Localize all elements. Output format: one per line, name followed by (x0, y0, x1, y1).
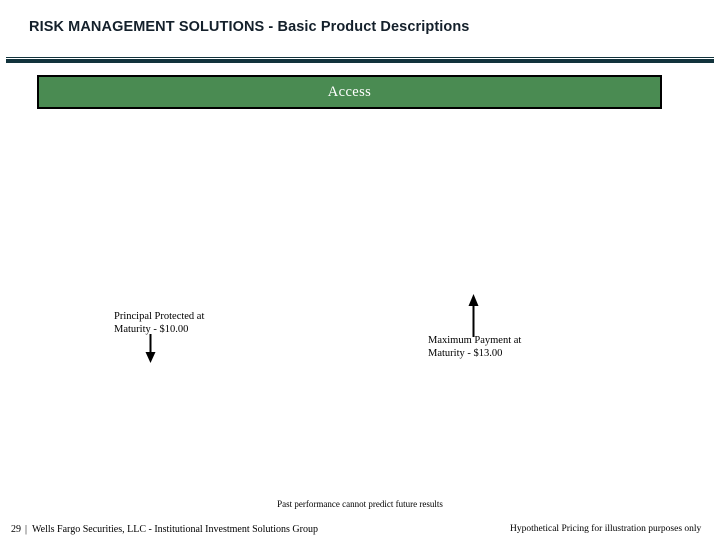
divider-thin-line (6, 57, 714, 58)
access-band-label: Access (327, 83, 372, 100)
footer-left: 29 | Wells Fargo Securities, LLC - Institu… (11, 524, 318, 535)
disclaimer-text: Past performance cannot predict future r… (277, 499, 443, 509)
footer-page-number: 29 (11, 524, 21, 535)
footer-separator: | (25, 524, 28, 535)
page-title: RISK MANAGEMENT SOLUTIONS - Basic Produc… (29, 19, 470, 35)
maximum-payment-line-1: Maximum Payment at (428, 335, 522, 346)
footer-entity: Wells Fargo Securities, LLC - Institutio… (32, 524, 318, 535)
principal-protected-annotation: Principal Protected at Maturity - $10.00 (114, 310, 204, 336)
principal-protected-line-1: Principal Protected at (114, 311, 205, 322)
maximum-payment-annotation: Maximum Payment at Maturity - $13.00 (428, 334, 521, 360)
maximum-payment-line-2: Maturity - $13.00 (428, 348, 503, 359)
footer-note: Hypothetical Pricing for illustration pu… (510, 524, 702, 534)
divider-gap (6, 58, 714, 59)
title-divider-rule (6, 57, 714, 64)
principal-protected-line-2: Maturity - $10.00 (114, 324, 189, 335)
access-band: Access (37, 75, 662, 109)
arrow-down-icon (142, 334, 160, 364)
arrow-up-icon (465, 293, 483, 337)
divider-thick-line (6, 59, 714, 63)
